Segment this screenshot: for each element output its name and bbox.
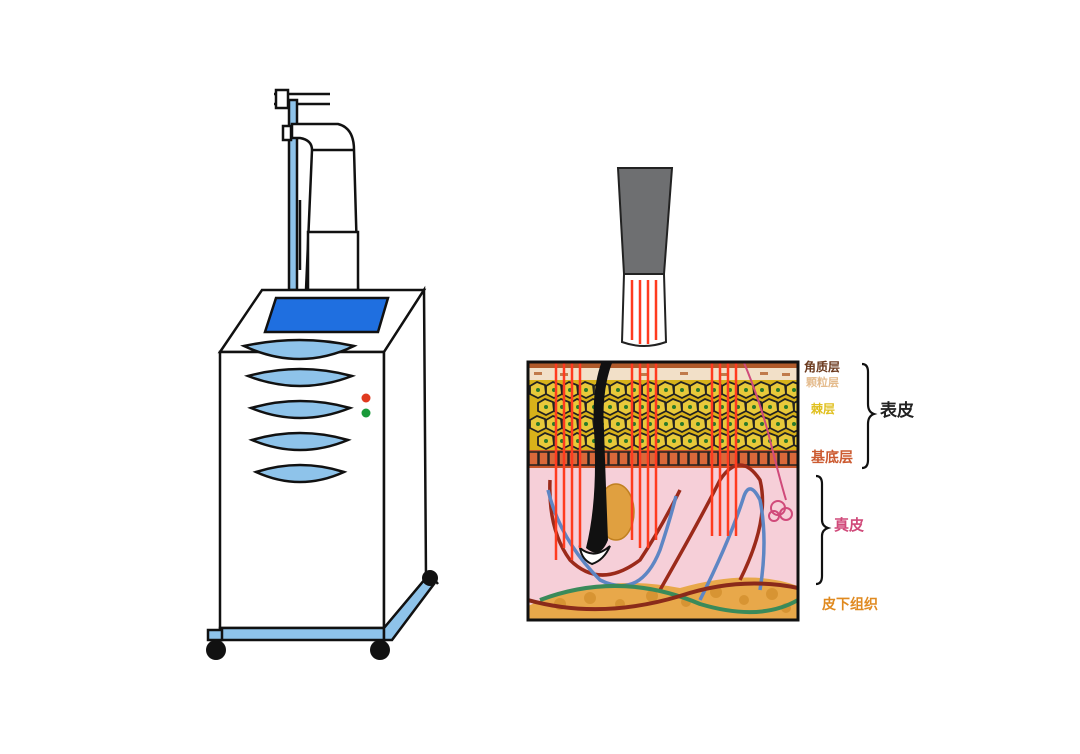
basale-cell (778, 451, 789, 466)
cell-nucleus (704, 405, 708, 409)
spinosum-cell (793, 433, 798, 449)
label-dermis: 真皮 (834, 516, 865, 534)
spinosum-cell (793, 399, 798, 415)
laser-beams (554, 362, 738, 560)
basale-cell (788, 451, 798, 466)
basale-cell (698, 451, 709, 466)
label-stratum-granulosum: 颗粒层 (806, 376, 839, 389)
cell-nucleus (696, 388, 700, 392)
basale-cell (678, 451, 689, 466)
cell-nucleus (664, 388, 668, 392)
cell-nucleus (744, 388, 748, 392)
cell-nucleus (672, 405, 676, 409)
layer-brackets (815, 362, 878, 586)
cell-nucleus (664, 422, 668, 426)
cell-nucleus (784, 405, 788, 409)
cell-nucleus (776, 388, 780, 392)
basale-cell (568, 451, 579, 466)
cell-nucleus (544, 405, 548, 409)
basale-cell (658, 451, 669, 466)
skin-cross-section (526, 360, 804, 622)
machine-front-panels (240, 338, 358, 484)
cell-nucleus (544, 439, 548, 443)
cell-nucleus (760, 388, 764, 392)
label-stratum-basale: 基底层 (811, 450, 853, 466)
cell-nucleus (680, 422, 684, 426)
cell-nucleus (624, 439, 628, 443)
basale-cell (668, 451, 679, 466)
cell-nucleus (616, 422, 620, 426)
machine-screen (263, 296, 390, 334)
laser-machine-icon (206, 88, 439, 660)
cell-nucleus (776, 422, 780, 426)
machine-cabinet (206, 285, 439, 642)
basale-cell (708, 451, 719, 466)
cell-nucleus (688, 439, 692, 443)
basale-cell (628, 451, 639, 466)
cell-nucleus (752, 439, 756, 443)
cell-nucleus (688, 405, 692, 409)
hair-follicle-icon (578, 362, 613, 566)
cell-nucleus (680, 388, 684, 392)
cell-nucleus (584, 388, 588, 392)
basale-cell (688, 451, 699, 466)
cell-nucleus (672, 439, 676, 443)
cell-nucleus (752, 405, 756, 409)
spinosum-cells (529, 381, 804, 451)
sweat-gland (742, 362, 793, 522)
basale-cell (538, 451, 549, 466)
label-stratum-corneum: 角质层 (804, 360, 841, 374)
cell-nucleus (616, 388, 620, 392)
machine-wheels (206, 570, 438, 660)
basale-cell (608, 451, 619, 466)
label-subcutaneous-tissue: 皮下组织 (822, 597, 878, 613)
label-stratum-spinosum: 棘层 (811, 402, 836, 416)
basale-cell (528, 451, 539, 466)
basale-cell (738, 451, 749, 466)
cell-nucleus (744, 422, 748, 426)
cell-nucleus (608, 405, 612, 409)
basale-cell (548, 451, 559, 466)
basale-cell (758, 451, 769, 466)
cell-nucleus (760, 422, 764, 426)
cell-nucleus (536, 422, 540, 426)
cell-nucleus (624, 405, 628, 409)
cell-nucleus (800, 439, 804, 443)
blood-vessels (528, 463, 798, 615)
cell-nucleus (608, 439, 612, 443)
cell-nucleus (784, 439, 788, 443)
label-epidermis: 表皮 (880, 401, 914, 421)
cell-nucleus (792, 388, 796, 392)
cell-nucleus (768, 405, 772, 409)
indicator-light-green (361, 408, 371, 418)
cell-nucleus (800, 405, 804, 409)
indicator-light-red (361, 393, 371, 403)
cell-nucleus (704, 439, 708, 443)
machine-arm (274, 88, 360, 292)
cell-nucleus (536, 388, 540, 392)
basale-cell (748, 451, 759, 466)
cell-nucleus (584, 422, 588, 426)
laser-handpiece-icon (616, 167, 674, 347)
cell-nucleus (792, 422, 796, 426)
cell-nucleus (696, 422, 700, 426)
basale-cell (618, 451, 629, 466)
basale-cells (528, 451, 798, 466)
